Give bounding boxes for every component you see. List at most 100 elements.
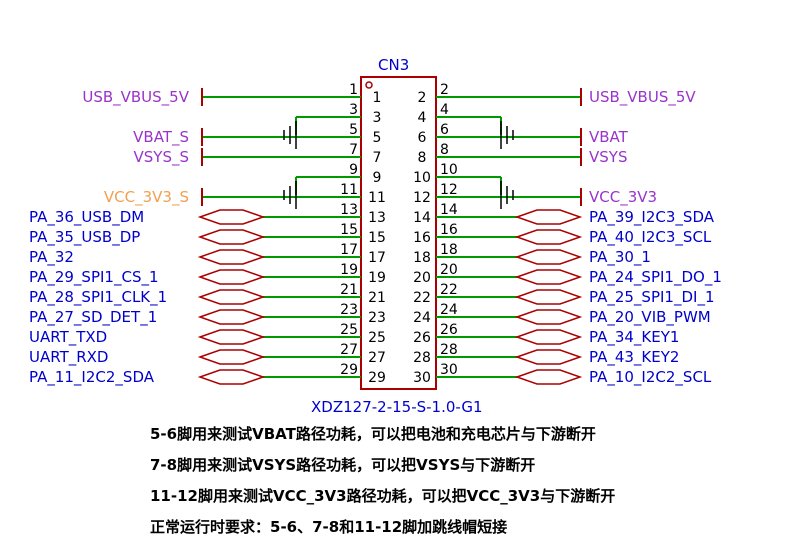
pin-number: 2 — [440, 82, 449, 98]
pin-number: 11 — [368, 190, 386, 206]
bidirectional-port-icon — [197, 269, 266, 285]
net-label: USB_VBUS_5V — [589, 88, 696, 107]
note-vbat: 5-6脚用来测试VBAT路径功耗，可以把电池和充电芯片与下游断开 — [150, 425, 596, 443]
bidirectional-port-icon — [197, 349, 266, 365]
pin-number: 20 — [413, 270, 431, 286]
pin-number: 28 — [413, 350, 431, 366]
net-label: PA_24_SPI1_DO_1 — [589, 268, 722, 287]
pin-number: 12 — [440, 182, 458, 198]
notes-list: 5-6脚用来测试VBAT路径功耗，可以把电池和充电芯片与下游断开 7-8脚用来测… — [150, 424, 615, 548]
note-vcc3v3: 11-12脚用来测试VCC_3V3路径功耗，可以把VCC_3V3与下游断开 — [150, 487, 616, 505]
pin-number: 25 — [368, 330, 386, 346]
wires-layer — [202, 96, 581, 378]
net-label: PA_10_I2C2_SCL — [589, 368, 712, 387]
pin-number: 14 — [440, 202, 458, 218]
bidirectional-port-icon — [514, 369, 583, 385]
pin-number: 15 — [340, 222, 358, 238]
pin-number: 23 — [368, 310, 386, 326]
pin-number: 19 — [368, 270, 386, 286]
pin-number: 3 — [349, 102, 358, 118]
net-label: PA_34_KEY1 — [589, 328, 679, 347]
net-label: PA_27_SD_DET_1 — [29, 308, 157, 327]
pin-number: 7 — [373, 150, 382, 166]
bidirectional-port-icon — [197, 229, 266, 245]
pin-number: 23 — [340, 302, 358, 318]
pin-number: 22 — [413, 290, 431, 306]
net-label: PA_36_USB_DM — [29, 208, 144, 227]
connector-part: XDZ127-2-15-S-1.0-G1 — [311, 398, 483, 416]
pin-number: 13 — [368, 210, 386, 226]
net-label: VBAT — [589, 128, 629, 146]
net-label: PA_43_KEY2 — [589, 348, 679, 367]
pin-number: 29 — [340, 362, 358, 378]
net-label: USB_VBUS_5V — [82, 88, 189, 107]
pin-number: 17 — [368, 250, 386, 266]
bidirectional-port-icon — [514, 309, 583, 325]
pin-number: 5 — [373, 130, 382, 146]
pin-number: 24 — [440, 302, 458, 318]
pin-number: 20 — [440, 262, 458, 278]
connector-ref: CN3 — [378, 56, 409, 74]
pin-number: 9 — [349, 162, 358, 178]
pin-number: 27 — [368, 350, 386, 366]
pin-number: 25 — [340, 322, 358, 338]
pin-number: 5 — [349, 122, 358, 138]
pin-number: 16 — [440, 222, 458, 238]
pin-number: 6 — [440, 122, 449, 138]
pin-number: 26 — [413, 330, 431, 346]
pin-number: 28 — [440, 342, 458, 358]
pin-number: 12 — [413, 190, 431, 206]
pin-number: 27 — [340, 342, 358, 358]
net-label: PA_28_SPI1_CLK_1 — [29, 288, 167, 307]
pin-number: 18 — [413, 250, 431, 266]
symbols-layer — [197, 88, 583, 385]
pin-number: 8 — [440, 142, 449, 158]
pin-number: 22 — [440, 282, 458, 298]
net-label: PA_25_SPI1_DI_1 — [589, 288, 715, 307]
pin-number: 21 — [368, 290, 386, 306]
bidirectional-port-icon — [514, 229, 583, 245]
bidirectional-port-icon — [197, 209, 266, 225]
pin-number: 14 — [413, 210, 431, 226]
pin1-marker — [365, 81, 373, 89]
bidirectional-port-icon — [514, 329, 583, 345]
note-vsys: 7-8脚用来测试VSYS路径功耗，可以把VSYS与下游断开 — [150, 456, 536, 474]
pin-number: 9 — [373, 170, 382, 186]
bidirectional-port-icon — [514, 209, 583, 225]
connector-body — [360, 76, 437, 390]
net-label: PA_39_I2C3_SDA — [589, 208, 715, 227]
bidirectional-port-icon — [197, 309, 266, 325]
net-label: PA_29_SPI1_CS_1 — [29, 268, 159, 287]
pin-number: 21 — [340, 282, 358, 298]
pin-number: 19 — [340, 262, 358, 278]
bidirectional-port-icon — [197, 289, 266, 305]
pin-number: 15 — [368, 230, 386, 246]
net-label: PA_30_1 — [589, 248, 651, 267]
net-label: PA_35_USB_DP — [29, 228, 140, 247]
net-label: PA_32 — [29, 248, 74, 267]
pin-number: 10 — [413, 170, 431, 186]
bidirectional-port-icon — [514, 349, 583, 365]
pin-number: 8 — [418, 150, 427, 166]
pin-number: 24 — [413, 310, 431, 326]
pin-number: 17 — [340, 242, 358, 258]
pin-number: 29 — [368, 370, 386, 386]
pin-number: 2 — [418, 90, 427, 106]
pin-number: 30 — [440, 362, 458, 378]
net-label: VCC_3V3 — [589, 188, 657, 207]
pin-number: 16 — [413, 230, 431, 246]
bidirectional-port-icon — [514, 249, 583, 265]
net-label: PA_40_I2C3_SCL — [589, 228, 712, 247]
pin-number: 3 — [373, 110, 382, 126]
bidirectional-port-icon — [197, 329, 266, 345]
pin-number: 30 — [413, 370, 431, 386]
note-normal-operation: 正常运行时要求：5-6、7-8和11-12脚加跳线帽短接 — [150, 518, 508, 536]
bidirectional-port-icon — [197, 369, 266, 385]
net-label: VSYS_S — [134, 148, 190, 167]
net-label: PA_11_I2C2_SDA — [29, 368, 155, 387]
pin-number: 26 — [440, 322, 458, 338]
pin-number: 18 — [440, 242, 458, 258]
